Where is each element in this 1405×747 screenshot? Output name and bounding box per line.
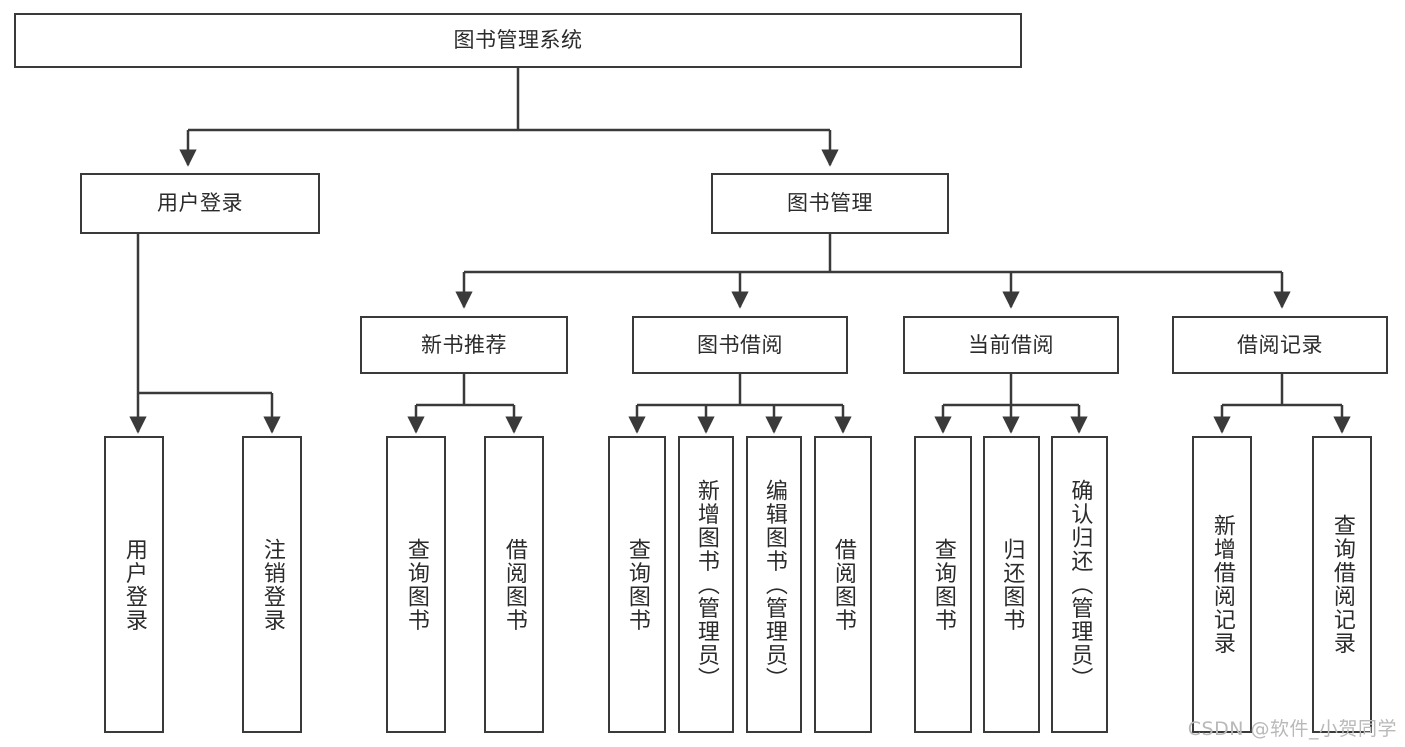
node-label: 图书借阅 [697, 332, 783, 357]
node-book-borrow[interactable]: 图书借阅 [632, 316, 848, 374]
node-label: 查询图书 [403, 537, 429, 632]
leaf-borrow-book-recommend[interactable]: 借阅图书 [484, 436, 544, 733]
node-label: 归还图书 [999, 537, 1025, 632]
leaf-query-book-recommend[interactable]: 查询图书 [386, 436, 446, 733]
node-root-book-management-system[interactable]: 图书管理系统 [14, 13, 1022, 68]
node-label: 确认归还（管理员） [1067, 478, 1093, 691]
leaf-logout-login[interactable]: 注销登录 [242, 436, 302, 733]
leaf-user-login[interactable]: 用户登录 [104, 436, 164, 733]
leaf-add-book-admin[interactable]: 新增图书（管理员） [678, 436, 734, 733]
node-book-management[interactable]: 图书管理 [711, 173, 949, 234]
node-label: 编辑图书（管理员） [761, 478, 787, 691]
node-label: 图书管理系统 [453, 28, 583, 52]
node-new-book-recommend[interactable]: 新书推荐 [360, 316, 568, 374]
node-label: 借阅记录 [1237, 332, 1323, 357]
leaf-query-book-borrow[interactable]: 查询图书 [608, 436, 666, 733]
node-user-login[interactable]: 用户登录 [80, 173, 320, 234]
node-label: 新增图书（管理员） [693, 478, 719, 691]
leaf-add-borrow-record[interactable]: 新增借阅记录 [1192, 436, 1252, 733]
node-label: 借阅图书 [501, 537, 527, 632]
node-label: 当前借阅 [968, 332, 1054, 357]
node-label: 查询图书 [624, 537, 650, 632]
node-label: 注销登录 [259, 537, 285, 632]
node-borrow-record[interactable]: 借阅记录 [1172, 316, 1388, 374]
watermark-text: CSDN @软件_小贺同学 [1187, 718, 1397, 740]
node-label: 借阅图书 [830, 537, 856, 632]
node-label: 查询图书 [930, 537, 956, 632]
node-label: 图书管理 [787, 191, 873, 215]
node-label: 查询借阅记录 [1329, 514, 1355, 655]
leaf-query-borrow-record[interactable]: 查询借阅记录 [1312, 436, 1372, 733]
node-label: 用户登录 [157, 191, 243, 215]
node-label: 新增借阅记录 [1209, 514, 1235, 655]
leaf-borrow-book[interactable]: 借阅图书 [814, 436, 872, 733]
node-label: 新书推荐 [421, 332, 507, 357]
leaf-edit-book-admin[interactable]: 编辑图书（管理员） [746, 436, 802, 733]
node-current-borrow[interactable]: 当前借阅 [903, 316, 1119, 374]
node-label: 用户登录 [121, 537, 147, 632]
leaf-query-book-current[interactable]: 查询图书 [914, 436, 972, 733]
leaf-confirm-return-admin[interactable]: 确认归还（管理员） [1051, 436, 1108, 733]
leaf-return-book[interactable]: 归还图书 [983, 436, 1040, 733]
